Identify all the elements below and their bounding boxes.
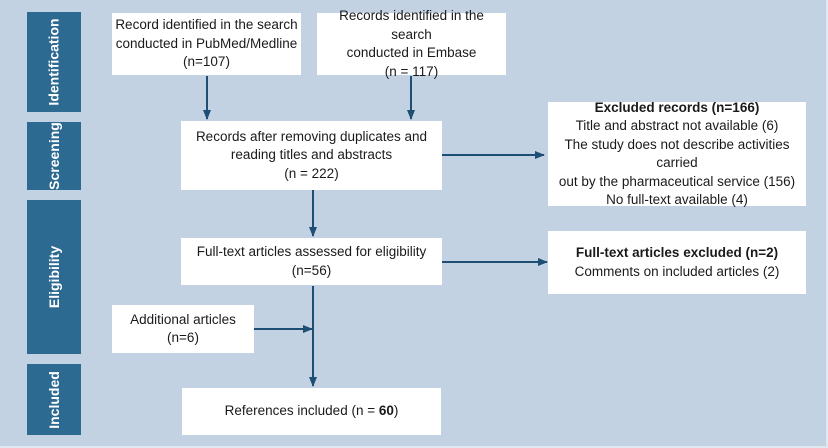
additional-count: (n=6) (167, 330, 199, 345)
stage-identification: Identification (27, 12, 81, 112)
box-references-included: References included (n = 60) (182, 388, 441, 435)
excluded-reason: No full-text available (4) (606, 192, 748, 207)
embase-line1: Records identified in the search (339, 8, 484, 42)
stage-included: Included (27, 364, 81, 435)
included-prefix: References included (n = (224, 403, 379, 419)
excluded-records-title: Excluded records (n=166) (594, 99, 760, 115)
excluded-reason: Title and abstract not available (6) (575, 118, 779, 133)
box-pubmed-records: Record identified in the search conducte… (112, 13, 301, 75)
fulltext-assessed-line1: Full-text articles assessed for eligibil… (196, 244, 427, 259)
excluded-reason: out by the pharmaceutical service (156) (558, 173, 796, 189)
pubmed-line2: conducted in PubMed/Medline (115, 35, 298, 51)
included-text: References included (n = 60) (225, 402, 399, 421)
pubmed-count: (n=107) (183, 54, 230, 70)
fulltext-excluded-reason: Comments on included articles (2) (574, 263, 780, 279)
stage-eligibility: Eligibility (27, 200, 81, 354)
fulltext-excluded-title: Full-text articles excluded (n=2) (575, 245, 779, 260)
pubmed-line1: Record identified in the search (115, 17, 298, 33)
box-after-duplicates: Records after removing duplicates and re… (181, 121, 442, 190)
embase-count: (n = 117) (384, 63, 439, 79)
after-duplicates-line1: Records after removing duplicates and (195, 128, 428, 144)
included-value: 60 (378, 403, 394, 419)
fulltext-assessed-count: (n=56) (291, 262, 332, 278)
box-embase-records: Records identified in the search conduct… (317, 8, 506, 79)
box-additional-articles: Additional articles (n=6) (112, 305, 254, 353)
excluded-reason: The study does not describe activities c… (564, 136, 790, 171)
box-fulltext-excluded: Full-text articles excluded (n=2) Commen… (548, 231, 806, 294)
stage-screening: Screening (27, 122, 81, 190)
after-duplicates-line2: reading titles and abstracts (230, 147, 393, 163)
included-suffix: ) (393, 403, 399, 419)
additional-line1: Additional articles (130, 311, 236, 327)
after-duplicates-count: (n = 222) (284, 165, 339, 181)
box-fulltext-assessed: Full-text articles assessed for eligibil… (181, 238, 442, 285)
box-excluded-records: Excluded records (n=166) Title and abstr… (548, 99, 806, 207)
embase-line2: conducted in Embase (346, 45, 477, 60)
